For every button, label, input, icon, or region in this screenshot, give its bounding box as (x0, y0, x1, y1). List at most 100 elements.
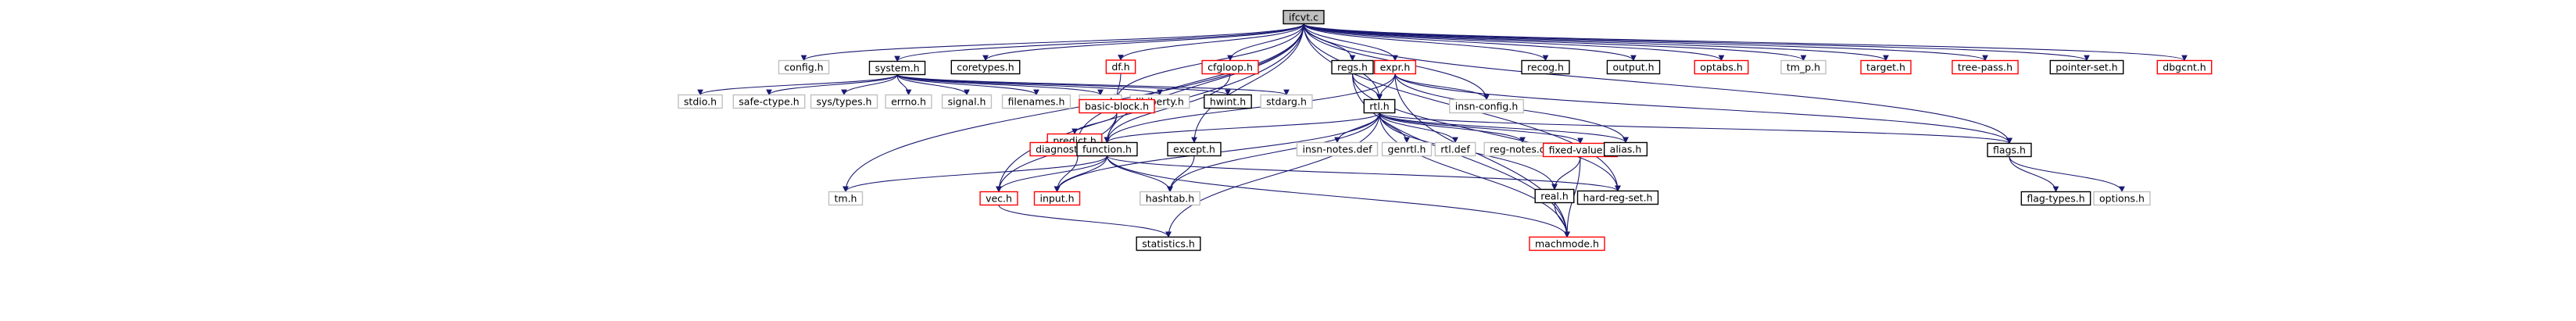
node-hardreg[interactable]: hard-reg-set.h (1576, 190, 1659, 205)
node-output[interactable]: output.h (1606, 59, 1661, 75)
node-filenames: filenames.h (1001, 94, 1072, 109)
node-hashtab: hashtab.h (1140, 191, 1200, 206)
node-box (1694, 59, 1749, 75)
node-box (2049, 59, 2124, 75)
edge-fixedvalue-to-real (1551, 156, 1581, 191)
node-dbgcnt[interactable]: dbgcnt.h (2156, 59, 2213, 75)
edge-expr-to-machmode (1394, 73, 1570, 238)
node-label: flag-types.h (2027, 193, 2084, 205)
node-box (979, 191, 1018, 206)
node-box (1079, 98, 1155, 114)
node-label: regs.h (1337, 62, 1368, 73)
node-system[interactable]: system.h (868, 60, 926, 76)
edge-expr-to-rtl (1376, 73, 1396, 101)
edge-expr-to-flags (1394, 73, 2012, 144)
node-bb[interactable]: basic-block.h (1079, 98, 1155, 114)
node-label: tm_p.h (1787, 62, 1820, 73)
node-box (950, 59, 1021, 75)
node-regs[interactable]: regs.h (1331, 59, 1374, 75)
node-regnotes: reg-notes.def (1483, 141, 1562, 157)
node-ifcvt[interactable]: ifcvt.c (1283, 9, 1325, 25)
node-label: flags.h (1993, 144, 2026, 156)
node-box (1140, 191, 1200, 206)
node-box (1283, 9, 1325, 25)
node-stdarg: stdarg.h (1260, 94, 1313, 109)
node-label: output.h (1612, 62, 1654, 73)
node-input[interactable]: input.h (1033, 191, 1081, 206)
node-label: optabs.h (1700, 62, 1743, 73)
node-recog[interactable]: recog.h (1521, 59, 1570, 75)
node-box (2093, 191, 2151, 206)
node-box (1521, 59, 1570, 75)
edge-vec-to-statistics (998, 205, 1172, 238)
node-dfh[interactable]: df.h (1105, 59, 1136, 74)
edge-system-to-filenames (896, 73, 1039, 96)
node-label: recog.h (1527, 62, 1564, 73)
node-box (885, 94, 932, 109)
edge-diag-to-input (1054, 155, 1079, 193)
node-function[interactable]: function.h (1076, 141, 1138, 157)
node-label: alias.h (1610, 144, 1642, 155)
node-errno: errno.h (885, 94, 932, 109)
node-label: real.h (1540, 191, 1569, 202)
node-flagtypes[interactable]: flag-types.h (2020, 191, 2091, 206)
node-box (1167, 141, 1222, 157)
node-expr[interactable]: expr.h (1373, 59, 1417, 75)
node-box (1449, 98, 1524, 114)
node-box (1201, 59, 1259, 75)
edge-system-to-stdarg (896, 73, 1290, 96)
node-systypes: sys/types.h (810, 94, 878, 109)
edge-expr-to-insnconfig (1394, 73, 1490, 101)
node-rtl[interactable]: rtl.h (1363, 98, 1396, 114)
node-box (1576, 190, 1659, 205)
edge-rtl-to-alias (1379, 112, 1629, 144)
edge-rtl-to-hashtab (1167, 112, 1380, 193)
node-box (2020, 191, 2091, 206)
node-label: vec.h (986, 193, 1012, 205)
node-box (1987, 142, 2032, 158)
node-flags[interactable]: flags.h (1987, 142, 2032, 158)
node-rtldef: rtl.def (1434, 141, 1476, 157)
edge-ifcvt-to-except (1191, 23, 1304, 144)
node-coretypes[interactable]: coretypes.h (950, 59, 1021, 75)
node-real[interactable]: real.h (1534, 188, 1575, 204)
node-label: options.h (2099, 193, 2145, 205)
node-label: signal.h (948, 96, 986, 108)
node-label: genrtl.h (1388, 144, 1426, 155)
edge-rtl-to-fixedvalue (1379, 112, 1583, 144)
node-hwint[interactable]: hwint.h (1204, 94, 1252, 109)
node-label: statistics.h (1142, 238, 1195, 250)
node-label: filenames.h (1008, 96, 1065, 108)
edge-ifcvt-to-pointerset (1303, 23, 2090, 62)
node-alias[interactable]: alias.h (1603, 141, 1648, 157)
node-statistics[interactable]: statistics.h (1136, 236, 1201, 251)
node-pointerset[interactable]: pointer-set.h (2049, 59, 2124, 75)
edge-ifcvt-to-output (1303, 23, 1637, 62)
node-vec[interactable]: vec.h (979, 191, 1018, 206)
node-treepass[interactable]: tree-pass.h (1952, 59, 2019, 75)
node-tmp: tm_p.h (1780, 59, 1826, 75)
node-except[interactable]: except.h (1167, 141, 1222, 157)
edge-function-to-input (1054, 155, 1108, 193)
node-stdio: stdio.h (678, 94, 723, 109)
node-label: tree-pass.h (1958, 62, 2012, 73)
node-target[interactable]: target.h (1860, 59, 1912, 75)
node-box (1033, 191, 1081, 206)
edges-layer (697, 23, 2188, 238)
node-label: safe-ctype.h (739, 96, 799, 108)
edge-system-to-errno (896, 74, 912, 96)
node-machmode[interactable]: machmode.h (1529, 236, 1605, 251)
node-fixedvalue[interactable]: fixed-value.h (1542, 142, 1619, 158)
node-label: input.h (1039, 193, 1074, 205)
edge-system-to-signal (896, 74, 970, 96)
edge-rtl-to-statistics (1165, 112, 1380, 238)
node-optabs[interactable]: optabs.h (1694, 59, 1749, 75)
node-cfgloop[interactable]: cfgloop.h (1201, 59, 1259, 75)
edge-ifcvt-to-dbgcnt (1303, 23, 2188, 62)
node-box (1105, 59, 1136, 74)
edge-ifcvt-to-optabs (1303, 23, 1725, 62)
node-box (778, 59, 830, 75)
edge-system-to-gmp (896, 73, 1104, 96)
edge-ifcvt-to-tm (843, 23, 1304, 193)
